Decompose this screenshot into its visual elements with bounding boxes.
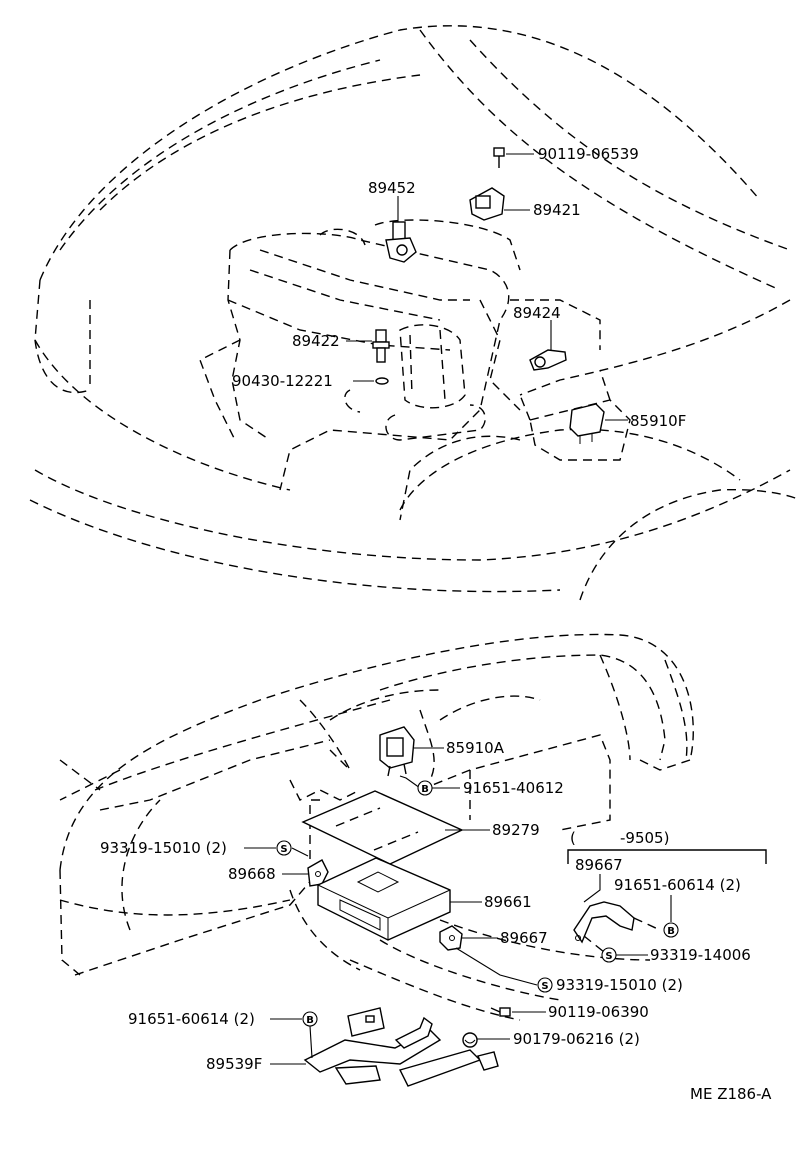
ecu-89661 (317, 857, 451, 941)
gasket-90430-12221 (375, 377, 389, 385)
screw-symbol-text: S (541, 981, 548, 992)
callout-90119-06390: 90119-06390 (548, 1003, 649, 1021)
callout-91651-60614-left: 91651-60614 (2) (128, 1010, 255, 1028)
callout-89452: 89452 (368, 179, 416, 197)
dashboard-outline (59, 633, 694, 871)
callout-91651-40612: 91651-40612 (463, 779, 564, 797)
screw-symbol-text: S (280, 844, 287, 855)
bolt-symbol-text: B (421, 784, 429, 795)
switch-89422 (372, 329, 390, 363)
bracket-89667 (439, 925, 463, 951)
distributor (399, 324, 466, 409)
diagram-code: ME Z186-A (690, 1085, 772, 1103)
screw-symbol-93319-15010-right (537, 977, 553, 993)
bolt-symbol-91651-60614-left (302, 1011, 318, 1027)
callout-90119-06539: 90119-06539 (538, 145, 639, 163)
callout-90179-06216: 90179-06216 (2) (513, 1030, 640, 1048)
callout-90430-12221: 90430-12221 (232, 372, 333, 390)
callout-89668: 89668 (228, 865, 276, 883)
dashboard-view: B S S B 85910A 91651-40612 89279 93319-1… (59, 633, 694, 1087)
callout-85910A: 85910A (446, 739, 505, 757)
bolt-symbol-text: B (667, 926, 675, 937)
intake-pipe (385, 404, 486, 441)
clip-90179-06216 (462, 1032, 478, 1048)
sensor-89421 (469, 187, 505, 221)
callout-89424: 89424 (513, 304, 561, 322)
bolt-90119-06539 (493, 147, 505, 168)
callout-89539F: 89539F (206, 1055, 262, 1073)
callout-93319-15010-left: 93319-15010 (2) (100, 839, 227, 857)
callout-89661: 89661 (484, 893, 532, 911)
engine-compartment-view: 90119-06539 89452 89421 89424 89422 9043… (29, 25, 800, 601)
callout-89421: 89421 (533, 201, 581, 219)
variant-callout-89667: 89667 (575, 856, 623, 874)
hood-outline (39, 25, 761, 281)
variant-callout-91651-60614: 91651-60614 (2) (614, 876, 741, 894)
callout-89667: 89667 (500, 929, 548, 947)
callout-89279: 89279 (492, 821, 540, 839)
callout-85910F: 85910F (630, 412, 686, 430)
bolt-symbol-text: B (306, 1015, 314, 1026)
screw-symbol-93319-15010-left (276, 840, 292, 856)
bolt-90119-06390 (490, 1007, 511, 1017)
variant-bracket-89667 (573, 901, 635, 944)
bolt-symbol-91651-60614-variant (663, 922, 679, 938)
callout-93319-15010-right: 93319-15010 (2) (556, 976, 683, 994)
sensor-89452 (385, 221, 417, 263)
screw-symbol-text: S (605, 951, 612, 962)
relay-85910F (569, 403, 605, 444)
sensor-89424 (529, 349, 567, 371)
bracket-89539F (303, 1007, 499, 1087)
plate-89279 (301, 790, 464, 865)
variant-callout-93319-14006: 93319-14006 (650, 946, 751, 964)
variant-range: -9505) (620, 829, 669, 847)
bracket-89668 (307, 859, 329, 887)
bolt-symbol-91651-40612 (417, 780, 433, 796)
callout-89422: 89422 (292, 332, 340, 350)
variant-open-paren: ( (570, 829, 576, 847)
variant-box: ( -9505) 89667 91651-60614 (2) B S 93319… (567, 829, 767, 964)
relay-85910A (379, 726, 415, 777)
engine-block (229, 232, 510, 491)
